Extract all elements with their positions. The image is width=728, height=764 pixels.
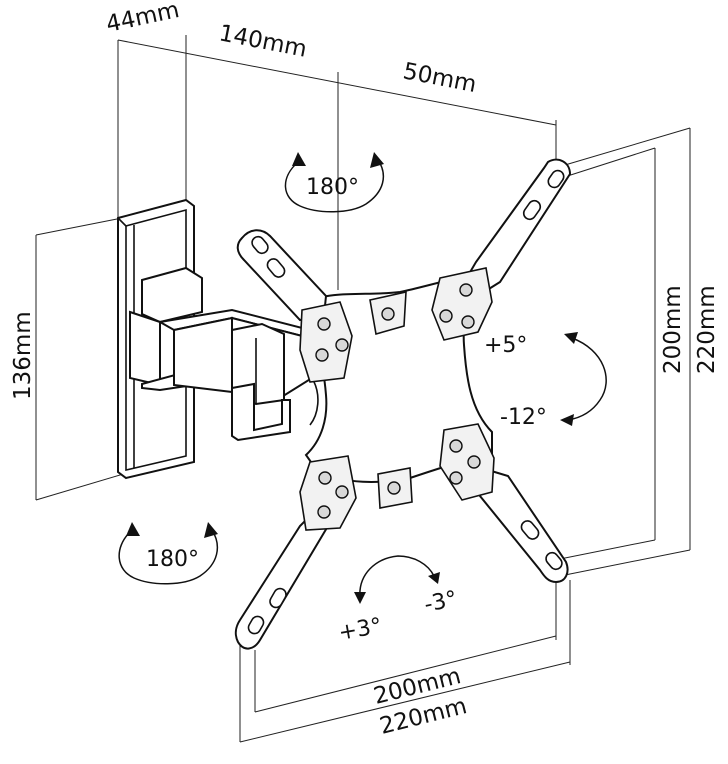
- arrow-head: [126, 522, 140, 536]
- dim-line-arm-extension: [117, 39, 557, 126]
- ext-line-vesa-topright: [564, 127, 691, 166]
- screw: [317, 505, 331, 519]
- ext-line-vesa-bottomright: [564, 549, 691, 576]
- screw: [461, 315, 475, 329]
- swivel-top-arrow: [284, 159, 385, 213]
- label-tilt-down: -12°: [500, 405, 547, 430]
- screw: [317, 317, 331, 331]
- label-rotate-positive: +3°: [337, 614, 384, 646]
- screw: [335, 338, 349, 352]
- arrow-head: [354, 592, 366, 604]
- arrow-head: [428, 572, 440, 584]
- screw: [315, 348, 329, 362]
- tilt-arrow: [567, 337, 607, 421]
- cable: [309, 377, 319, 426]
- slot-hole: [247, 615, 265, 635]
- label-arm-extension: 140mm: [217, 20, 309, 62]
- label-plate-height: 136mm: [10, 311, 36, 400]
- screw: [449, 471, 463, 485]
- screw: [459, 283, 473, 297]
- ext-line-plate-bottom: [35, 471, 131, 501]
- screw-pad-lower-left: [299, 455, 357, 531]
- screw: [335, 485, 349, 499]
- label-rotate-negative: -3°: [422, 587, 459, 618]
- rotate-arrow: [359, 555, 435, 599]
- arrow-head: [560, 414, 574, 426]
- screw-pad-upper-right: [431, 267, 493, 341]
- swivel-bottom-arrow: [118, 529, 219, 585]
- screw: [467, 455, 481, 469]
- label-swivel-top: 180°: [306, 175, 359, 200]
- vesa-bracket: [234, 158, 572, 650]
- slot-hole: [520, 520, 540, 540]
- slot-hole: [266, 258, 286, 278]
- slot-hole: [251, 235, 269, 255]
- arrow-head: [204, 522, 218, 538]
- screw: [318, 471, 332, 485]
- dim-line-vesa-h-outer: [239, 661, 571, 743]
- label-arm-offset: 50mm: [401, 58, 479, 98]
- wall-plate-inner: [125, 208, 187, 472]
- label-plate-depth: 44mm: [104, 0, 182, 38]
- screw: [387, 481, 401, 495]
- slot-hole: [522, 199, 542, 221]
- label-vesa-vertical-outer: 220mm: [694, 285, 720, 374]
- ext-line-plate-top: [35, 217, 123, 236]
- arrow-head: [370, 152, 384, 168]
- arm-pivot-top: [141, 266, 203, 324]
- rotation-arrows: [118, 152, 607, 604]
- arm-pivot-side: [129, 310, 161, 387]
- slot-hole: [269, 587, 287, 609]
- dimension-lines: [35, 35, 691, 743]
- swing-arm: [129, 266, 319, 442]
- label-tilt-up: +5°: [484, 333, 527, 358]
- screw: [449, 439, 463, 453]
- slot-hole: [547, 169, 565, 189]
- label-swivel-bottom: 180°: [146, 547, 199, 572]
- ext-line-vesa-bottomright-inner: [554, 539, 656, 561]
- label-vesa-vertical-inner: 200mm: [660, 285, 686, 374]
- arrow-head: [292, 152, 306, 166]
- arm-beam-left-face: [173, 316, 233, 394]
- slot-hole: [545, 551, 563, 571]
- ext-line-vesa-topright-inner: [554, 147, 656, 181]
- arrow-head: [564, 332, 578, 344]
- screws: [315, 283, 481, 519]
- screw: [439, 309, 453, 323]
- screw: [381, 307, 395, 321]
- dim-line-vesa-h-inner: [254, 635, 557, 713]
- cable-hook: [231, 382, 291, 442]
- screw-pad-upper-left: [299, 301, 353, 383]
